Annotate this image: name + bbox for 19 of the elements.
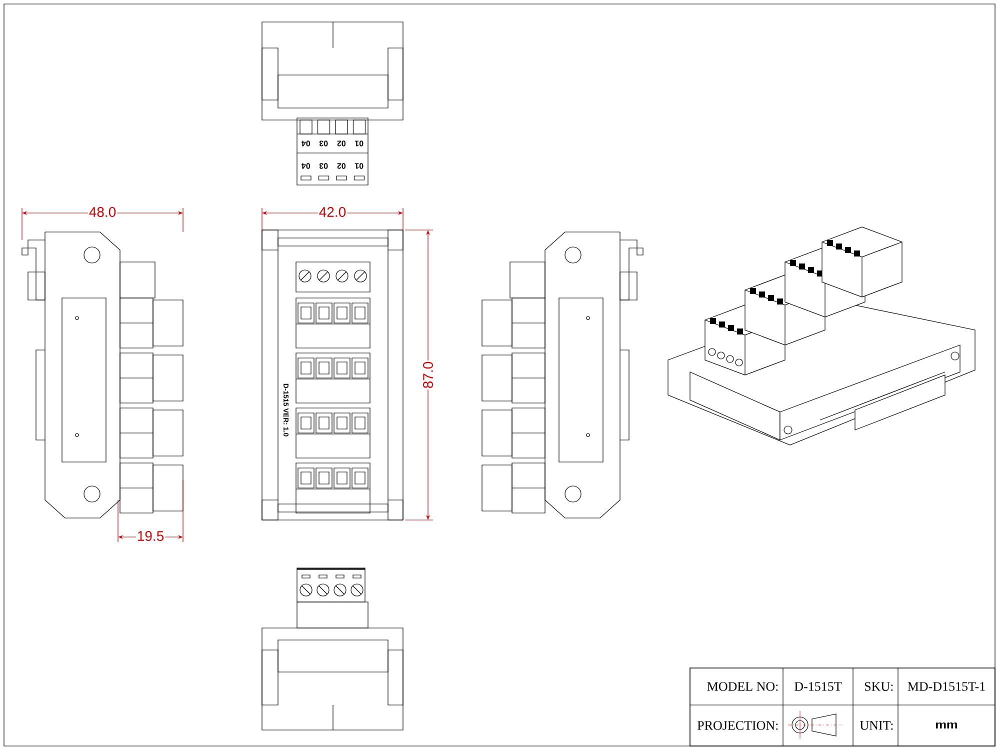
title-block-text: SKU: [864,682,893,691]
dimension-text: 42.0 [318,206,348,218]
title-block-text: D-1515T [794,682,842,691]
terminal-number: 02 [337,163,346,169]
terminal-number: 04 [302,163,310,169]
title-block-text: PROJECTION: [697,721,778,730]
title-block-text: UNIT: [860,721,893,730]
dimension-text: 48.0 [88,206,118,218]
dimension-text: 19.5 [136,530,166,542]
terminal-number: 02 [337,140,346,146]
terminal-number: 01 [354,163,364,169]
title-block-text: MODEL NO: [707,682,778,691]
terminal-number: 04 [302,140,310,146]
terminal-number: 03 [319,163,328,169]
title-block-text: MD-D1515T-1 [908,682,985,691]
title-block-text: mm [936,722,957,729]
terminal-number: 03 [319,140,328,146]
dimension-text: 87.0 [422,360,434,390]
terminal-number: 01 [354,140,364,146]
